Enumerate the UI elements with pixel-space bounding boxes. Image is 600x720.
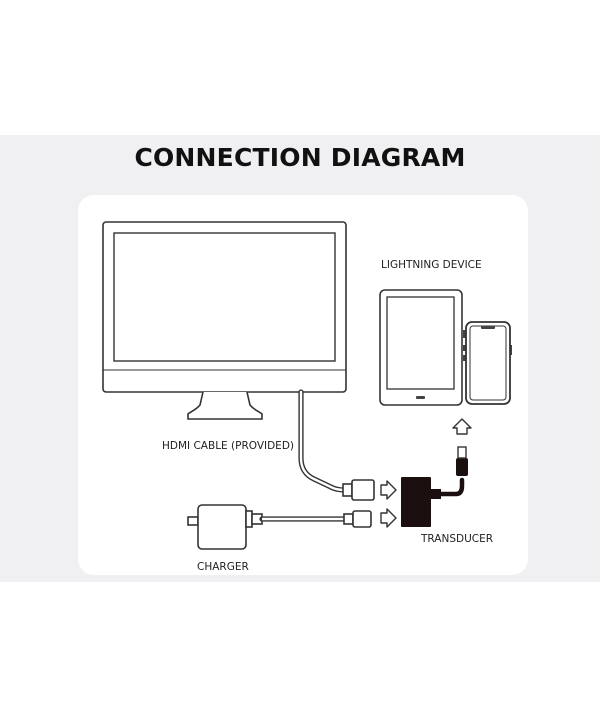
arrow-right-icon — [380, 508, 397, 528]
charger-label: CHARGER — [197, 561, 249, 573]
charger-icon — [187, 504, 263, 550]
monitor-icon — [102, 221, 347, 420]
usb-plug-icon — [343, 510, 372, 528]
lightning-cable — [438, 477, 465, 497]
lightning-device-label: LIGHTNING DEVICE — [381, 259, 482, 271]
hdmi-cable — [298, 389, 348, 493]
hdmi-plug-icon — [342, 479, 375, 501]
hdmi-cable-label: HDMI CABLE (PROVIDED) — [162, 440, 294, 452]
transducer-icon — [401, 477, 441, 527]
tablet-icon — [379, 289, 463, 406]
phone-icon — [463, 321, 512, 405]
arrow-up-icon — [452, 418, 472, 435]
transducer-label: TRANSDUCER — [421, 533, 494, 545]
arrow-right-icon — [380, 480, 397, 500]
diagram-title: CONNECTION DIAGRAM — [134, 143, 466, 172]
lightning-plug-icon — [456, 446, 468, 476]
